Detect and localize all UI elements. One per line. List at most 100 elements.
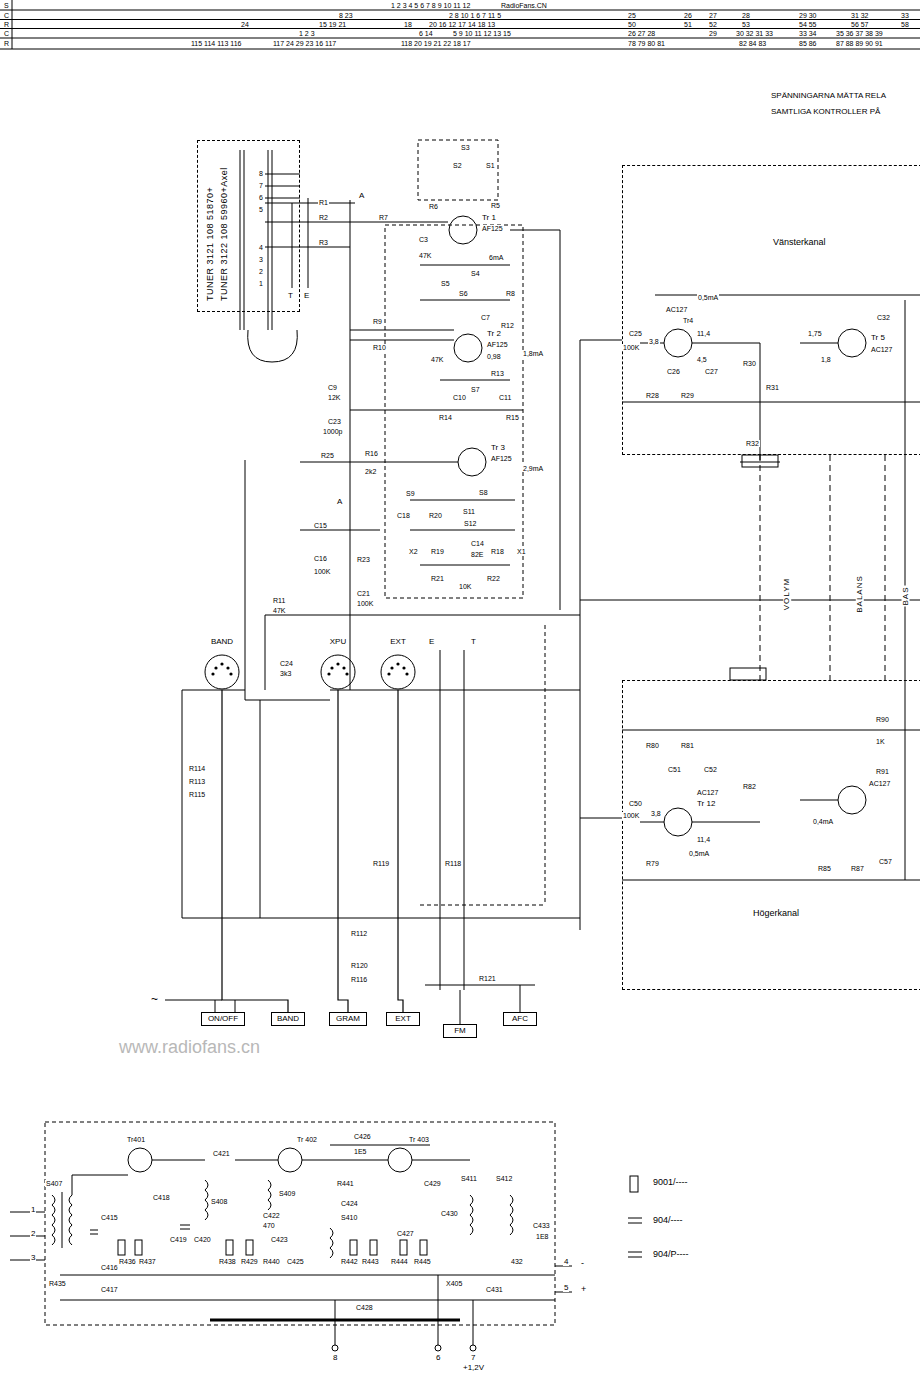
wire-circle — [278, 1148, 302, 1172]
part-label: R441 — [336, 1180, 355, 1187]
socket-pin — [330, 666, 333, 669]
wire-line — [152, 1160, 205, 1161]
part-label: 1,8 — [820, 356, 832, 363]
socket-pin — [402, 666, 405, 669]
wire-line — [244, 150, 245, 330]
part-label: C32 — [876, 314, 891, 321]
part-label: C — [3, 30, 10, 37]
part-label: R31 — [765, 384, 780, 391]
part-label: 25 — [627, 12, 637, 19]
wire-line — [330, 690, 580, 691]
part-label: R29 — [680, 392, 695, 399]
wire-line — [350, 340, 454, 341]
wire-line — [580, 340, 622, 341]
wire-line — [800, 343, 838, 344]
part-label: 85 86 — [798, 40, 818, 47]
part-label: C418 — [152, 1194, 171, 1201]
part-label: T — [470, 638, 477, 646]
wire-line — [740, 462, 780, 463]
part-label: 8 — [332, 1354, 338, 1362]
region-heading: Högerkanal — [753, 909, 799, 918]
part-label: S3 — [460, 144, 471, 151]
part-label: 82E — [470, 551, 484, 558]
button-label: EXT — [395, 1015, 411, 1023]
wire-rect — [385, 225, 523, 598]
part-label: C423 — [270, 1236, 289, 1243]
part-label: AF125 — [486, 341, 509, 348]
part-label: 33 34 — [798, 30, 818, 37]
part-label: R18 — [490, 548, 505, 555]
part-label: R114 — [188, 765, 206, 772]
part-label: 11,4 — [696, 836, 711, 843]
part-label: 47K — [272, 607, 286, 614]
wire-rect — [135, 1240, 142, 1255]
wire-rect — [400, 1240, 407, 1255]
part-label: C9 — [327, 384, 338, 391]
part-label: 24 — [240, 21, 250, 28]
tuner-label: TUNER 3121 108 51870+ — [206, 187, 215, 301]
channel-region: Högerkanal — [622, 680, 920, 990]
part-label: R23 — [356, 556, 371, 563]
part-label: 1000p — [322, 428, 343, 435]
part-label: R438 — [218, 1258, 237, 1265]
part-label: 1E5 — [353, 1148, 367, 1155]
push-button: EXT — [386, 1012, 420, 1026]
wire-rect — [420, 1240, 427, 1255]
part-label: 3,8 — [648, 338, 660, 345]
part-label: R32 — [745, 440, 760, 447]
part-label: C16 — [313, 555, 328, 562]
part-label: 1,75 — [807, 330, 823, 337]
part-label: BAS — [902, 585, 910, 606]
part-label: R116 — [350, 976, 368, 983]
cable-connector — [338, 690, 348, 1012]
part-label: R82 — [742, 783, 757, 790]
part-label: 3k3 — [279, 670, 292, 677]
part-label: A — [336, 498, 343, 506]
part-label: C428 — [355, 1304, 374, 1311]
part-label: R444 — [390, 1258, 409, 1265]
tuner-label: TUNER 3122 108 59960+Axel — [220, 167, 229, 301]
wire-rect — [350, 1240, 357, 1255]
wire-line — [692, 343, 760, 344]
wire-line — [302, 1160, 388, 1161]
part-label: 87 88 89 90 91 — [835, 40, 884, 47]
wire-circle — [838, 786, 866, 814]
wire-line — [335, 1300, 336, 1345]
part-label: 58 — [900, 21, 910, 28]
part-label: BALANS — [856, 574, 864, 614]
part-label: S9 — [405, 490, 416, 497]
part-label: X405 — [445, 1280, 463, 1287]
wire-line — [440, 650, 441, 990]
part-label: 6 — [435, 1354, 441, 1362]
socket-label: EXT — [390, 638, 406, 646]
part-label: AC127 — [696, 789, 719, 796]
part-label: R5 — [490, 202, 501, 209]
part-label: Tr 5 — [870, 334, 886, 342]
part-label: 7 — [258, 182, 264, 189]
wire-line — [622, 880, 920, 881]
part-label: R113 — [188, 778, 206, 785]
part-label: R435 — [48, 1280, 67, 1287]
part-label: 100K — [622, 812, 640, 819]
part-label: C51 — [667, 766, 682, 773]
wire-line — [180, 1229, 190, 1230]
part-label: - — [580, 1259, 585, 1268]
part-label: C57 — [878, 858, 893, 865]
push-button: BAND — [271, 1012, 305, 1026]
part-label: Tr401 — [126, 1136, 146, 1143]
push-button: ON/OFF — [201, 1012, 245, 1026]
part-label: 9001/---- — [652, 1178, 689, 1187]
wire-circle — [664, 329, 692, 357]
part-label: 26 27 28 — [627, 30, 656, 37]
part-label: AC127 — [870, 346, 893, 353]
part-label: 26 — [683, 12, 693, 19]
part-label: S6 — [458, 290, 469, 297]
part-label: C3 — [418, 236, 429, 243]
wire-line — [265, 174, 300, 175]
part-label: AC127 — [868, 780, 891, 787]
wire-line — [420, 905, 545, 906]
part-label: 6 14 — [418, 30, 434, 37]
wire-line — [235, 1160, 278, 1161]
part-label: 78 79 80 81 — [627, 40, 666, 47]
part-label: R118 — [444, 860, 462, 867]
